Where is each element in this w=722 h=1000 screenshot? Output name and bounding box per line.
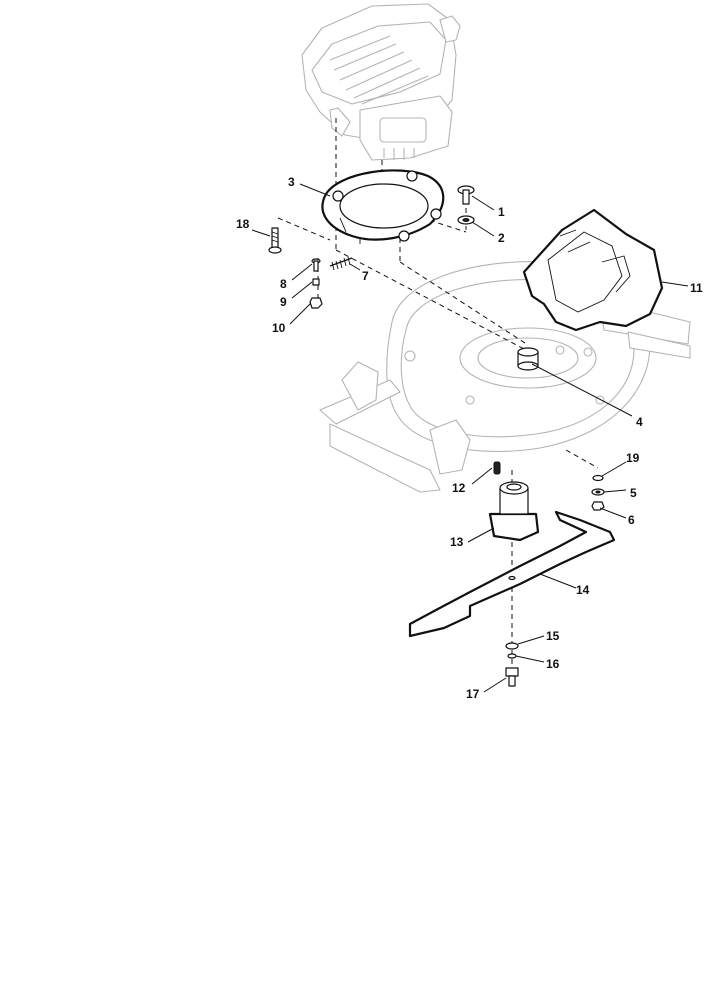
callout-19: 19 <box>626 451 640 465</box>
part-7-spring <box>329 256 353 271</box>
callout-12: 12 <box>452 481 466 495</box>
callout-18: 18 <box>236 217 250 231</box>
callout-10: 10 <box>272 321 286 335</box>
callout-6: 6 <box>628 513 635 527</box>
part-8-pin <box>311 258 321 272</box>
part-18-screw <box>268 227 282 254</box>
callout-5: 5 <box>630 486 637 500</box>
part-14-blade <box>408 510 616 638</box>
part-2-washer <box>457 215 475 225</box>
callout-16: 16 <box>546 657 560 671</box>
callout-11: 11 <box>690 281 703 295</box>
part-13-blade-adapter <box>488 481 540 542</box>
callout-7: 7 <box>362 269 369 283</box>
part-3-mounting-plate <box>321 169 445 244</box>
part-16-lock-washer <box>507 653 517 659</box>
callout-3: 3 <box>288 175 295 189</box>
engine-illustration <box>301 3 461 161</box>
part-9-sleeve <box>312 278 320 286</box>
part-12-key <box>493 461 501 475</box>
part-17-blade-bolt <box>505 667 519 687</box>
callout-labels: 1 2 3 4 5 6 7 8 9 10 11 12 13 14 15 16 1… <box>236 175 703 701</box>
callout-1: 1 <box>498 205 505 219</box>
callout-2: 2 <box>498 231 505 245</box>
part-1-bolt <box>457 185 475 205</box>
callout-14: 14 <box>576 583 590 597</box>
part-10-nut <box>309 297 323 309</box>
part-5-washer <box>591 488 605 496</box>
callout-8: 8 <box>280 277 287 291</box>
callout-4: 4 <box>636 415 643 429</box>
callout-leaders <box>251 183 689 693</box>
part-15-washer <box>505 642 519 650</box>
part-19-washer <box>592 474 604 482</box>
callout-9: 9 <box>280 295 287 309</box>
part-11-drive-cover <box>522 208 664 332</box>
callout-15: 15 <box>546 629 560 643</box>
callout-13: 13 <box>450 535 464 549</box>
part-4-cap <box>517 347 539 371</box>
callout-17: 17 <box>466 687 480 701</box>
